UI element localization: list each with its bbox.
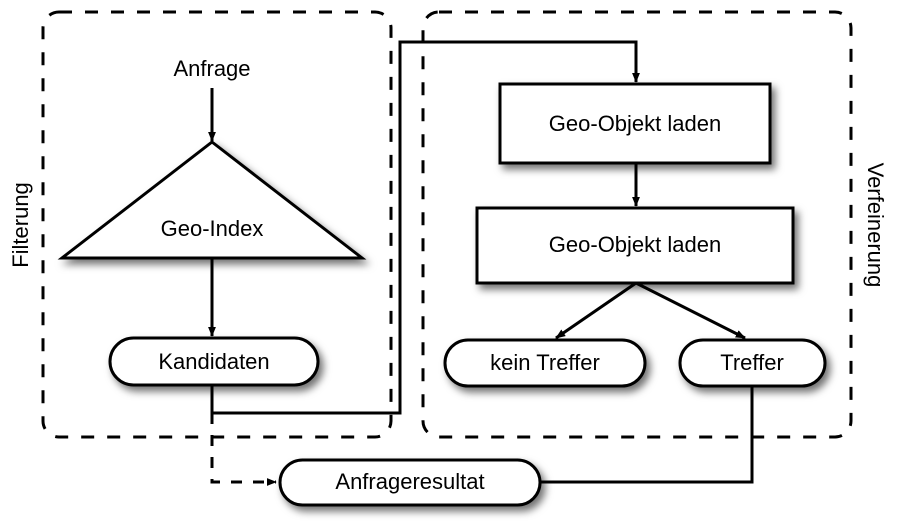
group-filterung: Filterung <box>8 10 393 439</box>
group-verfeinerung-label: Verfeinerung <box>863 163 888 288</box>
edge-kandidaten-to-geoobjektladen1 <box>210 40 640 415</box>
node-geo-objekt-laden-1-label: Geo-Objekt laden <box>549 111 721 136</box>
group-filterung-border <box>41 10 393 439</box>
node-anfrageresultat-label: Anfrageresultat <box>335 469 484 494</box>
node-geo-objekt-laden-2[interactable]: Geo-Objekt laden <box>475 206 795 285</box>
node-geo-index-shape <box>57 140 367 260</box>
node-kandidaten[interactable]: Kandidaten <box>108 336 320 387</box>
node-kein-treffer-shape <box>443 338 647 388</box>
node-geo-index[interactable]: Geo-Index <box>57 140 367 260</box>
edge-treffer-to-anfrageresultat <box>538 385 754 484</box>
node-geo-index-label: Geo-Index <box>161 216 264 241</box>
node-anfrageresultat[interactable]: Anfrageresultat <box>278 458 542 507</box>
node-kandidaten-label: Kandidaten <box>158 349 269 374</box>
node-anfrage-label: Anfrage <box>173 56 250 81</box>
node-kein-treffer[interactable]: kein Treffer <box>443 338 647 388</box>
node-anfrageresultat-shape <box>278 458 542 507</box>
node-treffer-label: Treffer <box>720 350 784 375</box>
node-geo-objekt-laden-2-shape <box>475 206 795 285</box>
node-geo-objekt-laden-1[interactable]: Geo-Objekt laden <box>498 82 772 165</box>
group-verfeinerung: Verfeinerung <box>421 10 888 439</box>
node-geo-objekt-laden-2-label: Geo-Objekt laden <box>549 232 721 257</box>
node-kein-treffer-label: kein Treffer <box>490 350 600 375</box>
edge-geoobjektladen2-to-treffer <box>635 281 746 340</box>
group-filterung-label: Filterung <box>8 182 33 268</box>
edge-geoobjektladen2-to-keintreffer <box>555 281 637 340</box>
node-kandidaten-shape <box>108 336 320 387</box>
edge-kandidaten-to-anfrageresultat-dashed <box>210 413 277 486</box>
node-geo-objekt-laden-1-shape <box>498 82 772 165</box>
group-verfeinerung-border <box>421 10 853 439</box>
node-treffer-shape <box>678 338 827 388</box>
node-treffer[interactable]: Treffer <box>678 338 827 388</box>
